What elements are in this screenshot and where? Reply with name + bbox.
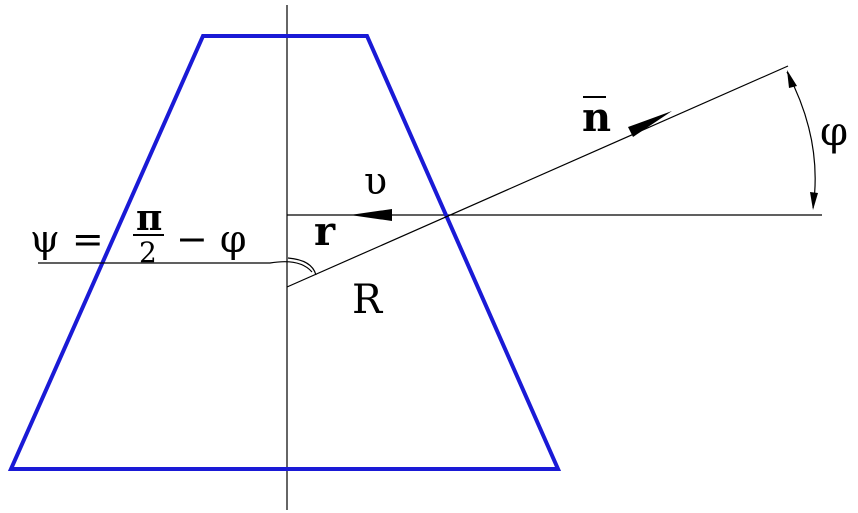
phi-arc-arrow-bottom <box>810 192 818 210</box>
upsilon-label: υ <box>364 159 387 203</box>
R-label: R <box>352 277 384 323</box>
normal-line <box>286 65 789 288</box>
n-vector-label: n <box>582 94 611 141</box>
velocity-arrowhead <box>350 209 392 221</box>
psi-angle-arc <box>287 257 317 276</box>
r-label: r <box>314 208 336 255</box>
psi-lhs-label: ψ = <box>30 217 104 261</box>
psi-leader-line <box>38 261 313 273</box>
minus-phi-label: − φ <box>176 217 247 261</box>
normal-arrowhead <box>628 111 672 137</box>
phi-angle-label: φ <box>820 109 848 155</box>
phi-arc-arrow-top <box>787 70 797 88</box>
pi-numerator: π <box>136 197 162 239</box>
two-denominator: 2 <box>139 236 157 269</box>
phi-angle-arc <box>786 71 816 209</box>
trapezoid <box>7 34 562 471</box>
